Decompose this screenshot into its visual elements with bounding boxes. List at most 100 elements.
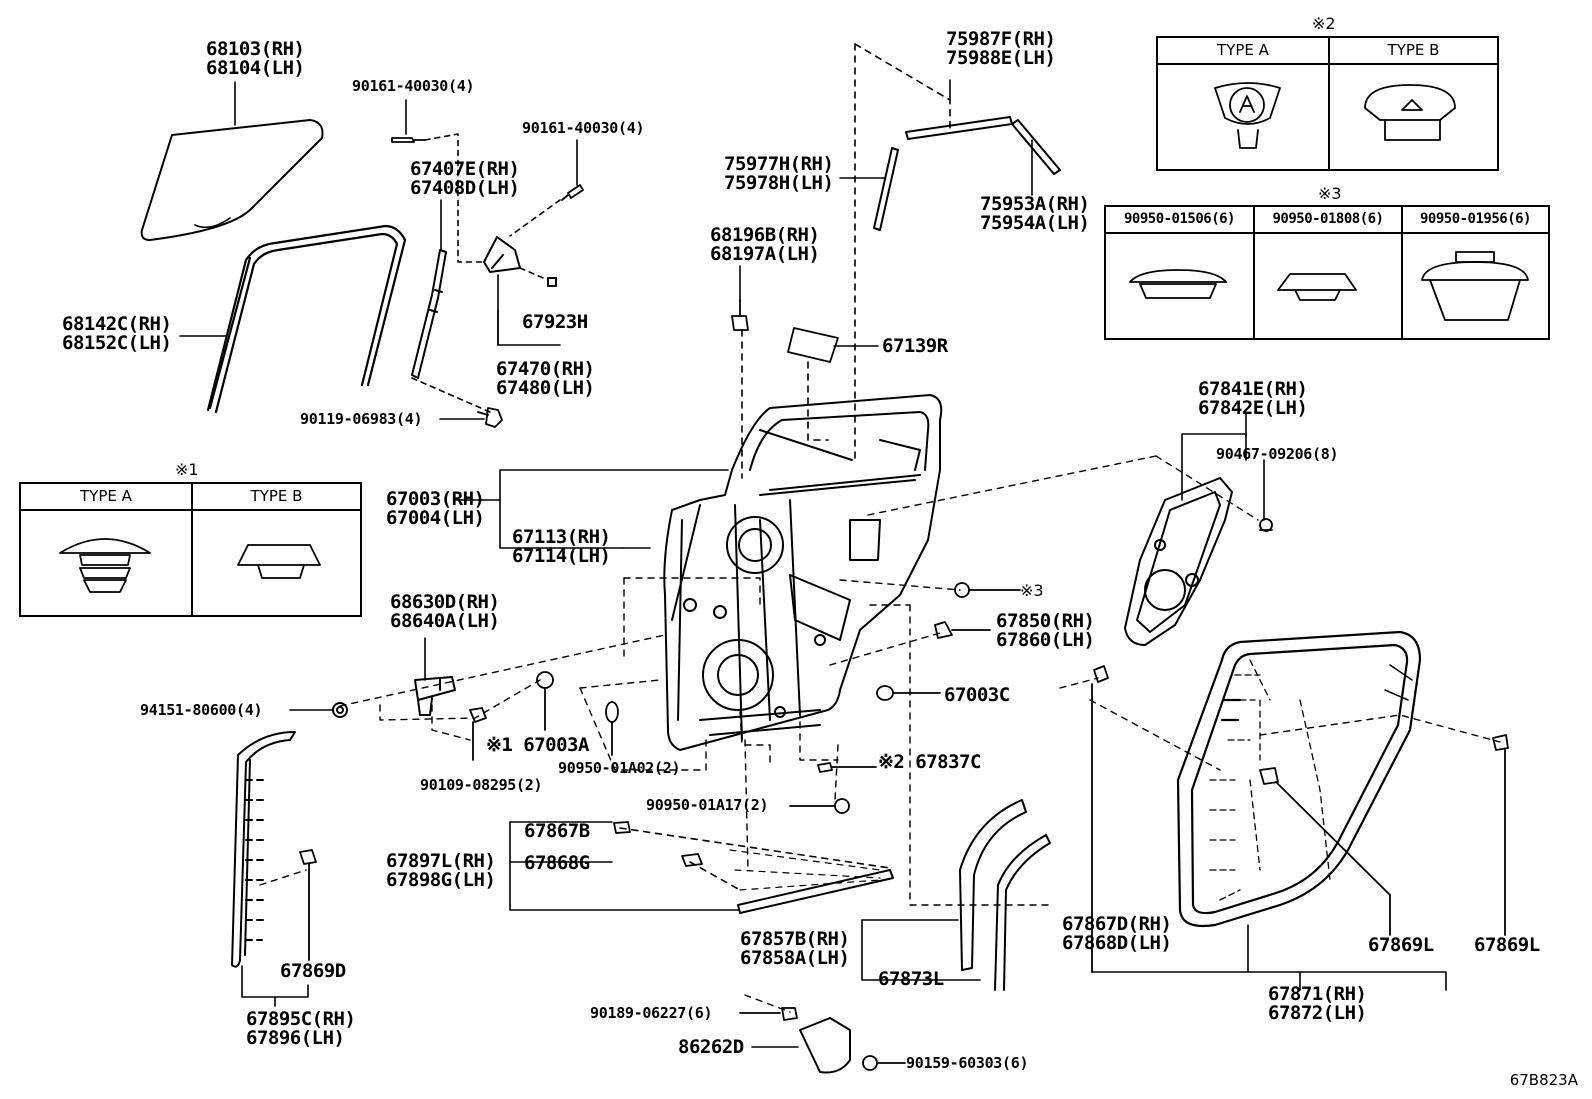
label-67867b: 67867B xyxy=(524,820,590,842)
label-67867d: 67867D(RH)67868D(LH) xyxy=(1062,913,1172,954)
plug-67003a xyxy=(536,671,554,731)
label-75987: 75987F(RH)75988E(LH) xyxy=(946,28,1056,69)
label-68196: 68196B(RH)68197A(LH) xyxy=(710,224,820,265)
clip-67867d xyxy=(1091,665,1109,973)
clip-67869d xyxy=(299,849,317,961)
type-a-clip-2 xyxy=(1214,82,1281,149)
label-67470: 67470(RH)67480(LH) xyxy=(496,358,595,399)
division-bar-drawing xyxy=(411,249,447,379)
note2-header-row xyxy=(1158,38,1497,65)
screw-90161-b xyxy=(561,184,584,201)
screw-90159 xyxy=(862,1055,906,1071)
clip-67869l-a xyxy=(1259,767,1391,936)
door-panel-drawing xyxy=(663,394,943,751)
label-86262: 86262D xyxy=(678,1036,744,1058)
label-67850: 67850(RH)67860(LH) xyxy=(996,610,1095,651)
clip-68196 xyxy=(731,299,749,331)
door-glass-drawing xyxy=(140,119,324,241)
clip-67869l-b xyxy=(1492,734,1509,936)
label-94151: 94151-80600(4) xyxy=(140,701,263,719)
label-67003: 67003(RH)67004(LH) xyxy=(386,488,485,529)
note3-col-1: 90950-01506(6) xyxy=(1123,211,1236,227)
type-b-clip-2 xyxy=(1364,84,1456,141)
plug-90950-01a02 xyxy=(605,701,619,756)
note1-divider xyxy=(191,484,193,615)
grommet-dash-3 xyxy=(954,582,1021,598)
note2-table: TYPE A TYPE B xyxy=(1156,36,1499,171)
note3-header-row xyxy=(1106,207,1548,234)
note2-type-a: TYPE A xyxy=(1217,41,1269,59)
note1-type-b: TYPE B xyxy=(250,487,303,505)
label-67113: 67113(RH)67114(LH) xyxy=(512,526,611,567)
label-68142: 68142C(RH)68152C(LH) xyxy=(62,313,172,354)
note1-table: TYPE A TYPE B xyxy=(19,482,362,617)
label-67895: 67895C(RH)67896(LH) xyxy=(246,1008,356,1049)
note2-divider xyxy=(1328,38,1330,169)
pad-67139 xyxy=(787,327,839,363)
label-90119: 90119-06983(4) xyxy=(300,410,423,428)
note3-col-2: 90950-01808(6) xyxy=(1272,211,1384,227)
label-67869d: 67869D xyxy=(280,960,346,982)
diagram-ref-code: 67B823A xyxy=(1509,1071,1578,1089)
pillar-weatherstrip xyxy=(231,731,296,968)
nut-94151 xyxy=(332,702,348,718)
note1-mark: ※1 xyxy=(175,460,199,479)
label-90159: 90159-60303(6) xyxy=(906,1054,1029,1072)
bracket-67470 xyxy=(483,236,557,287)
clip-67867b xyxy=(613,821,631,834)
service-hole-cover xyxy=(1124,477,1233,646)
label-68630: 68630D(RH)68640A(LH) xyxy=(390,591,500,632)
label-75953: 75953A(RH)75954A(LH) xyxy=(980,193,1090,234)
bolt-90109 xyxy=(469,707,487,761)
label-67869l-a: 67869L xyxy=(1368,934,1434,956)
label-67923: 67923H xyxy=(522,311,588,333)
note1-header-row xyxy=(21,484,360,511)
type-b-clip-1 xyxy=(237,544,321,579)
sash-trim xyxy=(959,799,1051,991)
bolt-90119 xyxy=(477,407,503,428)
label-67407: 67407E(RH)67408D(LH) xyxy=(410,158,520,199)
rocker-moulding xyxy=(737,869,894,914)
plug-67003c xyxy=(876,685,941,701)
label-90161-b: 90161-40030(4) xyxy=(522,119,645,137)
label-note3-ref: ※3 xyxy=(1020,581,1044,600)
note3-table: 90950-01506(6) 90950-01808(6) 90950-0195… xyxy=(1104,205,1550,340)
hinge-68630 xyxy=(414,676,456,716)
label-90189: 90189-06227(6) xyxy=(590,1004,713,1022)
label-67868g: 67868G xyxy=(524,852,590,874)
door-weatherstrip xyxy=(1176,630,1422,928)
note3-divider-2 xyxy=(1401,207,1403,338)
label-90950-01a02: 90950-01A02(2) xyxy=(558,759,681,777)
plug-90950-01506 xyxy=(1129,269,1227,299)
label-67869l-b: 67869L xyxy=(1474,934,1540,956)
label-67873: 67873L xyxy=(878,968,944,990)
bolt-90467 xyxy=(1259,518,1273,532)
label-67003c: 67003C xyxy=(944,684,1010,706)
screw-90189 xyxy=(739,1007,798,1021)
screw-90161-a xyxy=(391,137,426,143)
label-67841: 67841E(RH)67842E(LH) xyxy=(1198,378,1308,419)
label-67871: 67871(RH)67872(LH) xyxy=(1268,983,1367,1024)
label-90161-a: 90161-40030(4) xyxy=(352,77,475,95)
label-67897: 67897L(RH)67898G(LH) xyxy=(386,850,496,891)
label-75977: 75977H(RH)75978H(LH) xyxy=(724,153,834,194)
cover-86262 xyxy=(799,1017,851,1074)
glass-run-drawing xyxy=(206,224,407,414)
wedge-67850 xyxy=(934,621,991,639)
note3-divider-1 xyxy=(1253,207,1255,338)
note2-type-b: TYPE B xyxy=(1387,41,1440,59)
note2-mark: ※2 xyxy=(1312,14,1336,33)
plug-90950-01956 xyxy=(1421,251,1529,321)
label-90109: 90109-08295(2) xyxy=(420,776,543,794)
label-90950-01a17: 90950-01A17(2) xyxy=(646,796,769,814)
clip-67868g xyxy=(681,853,703,867)
type-a-clip-1 xyxy=(59,538,151,593)
label-67837: ※2 67837C xyxy=(878,751,981,773)
clip-67837 xyxy=(817,762,877,773)
belt-mouldings xyxy=(873,116,1061,231)
note1-type-a: TYPE A xyxy=(80,487,132,505)
label-68103: 68103(RH)68104(LH) xyxy=(206,38,305,79)
label-67003a: ※1 67003A xyxy=(486,734,589,756)
note3-col-3: 90950-01956(6) xyxy=(1419,211,1532,227)
